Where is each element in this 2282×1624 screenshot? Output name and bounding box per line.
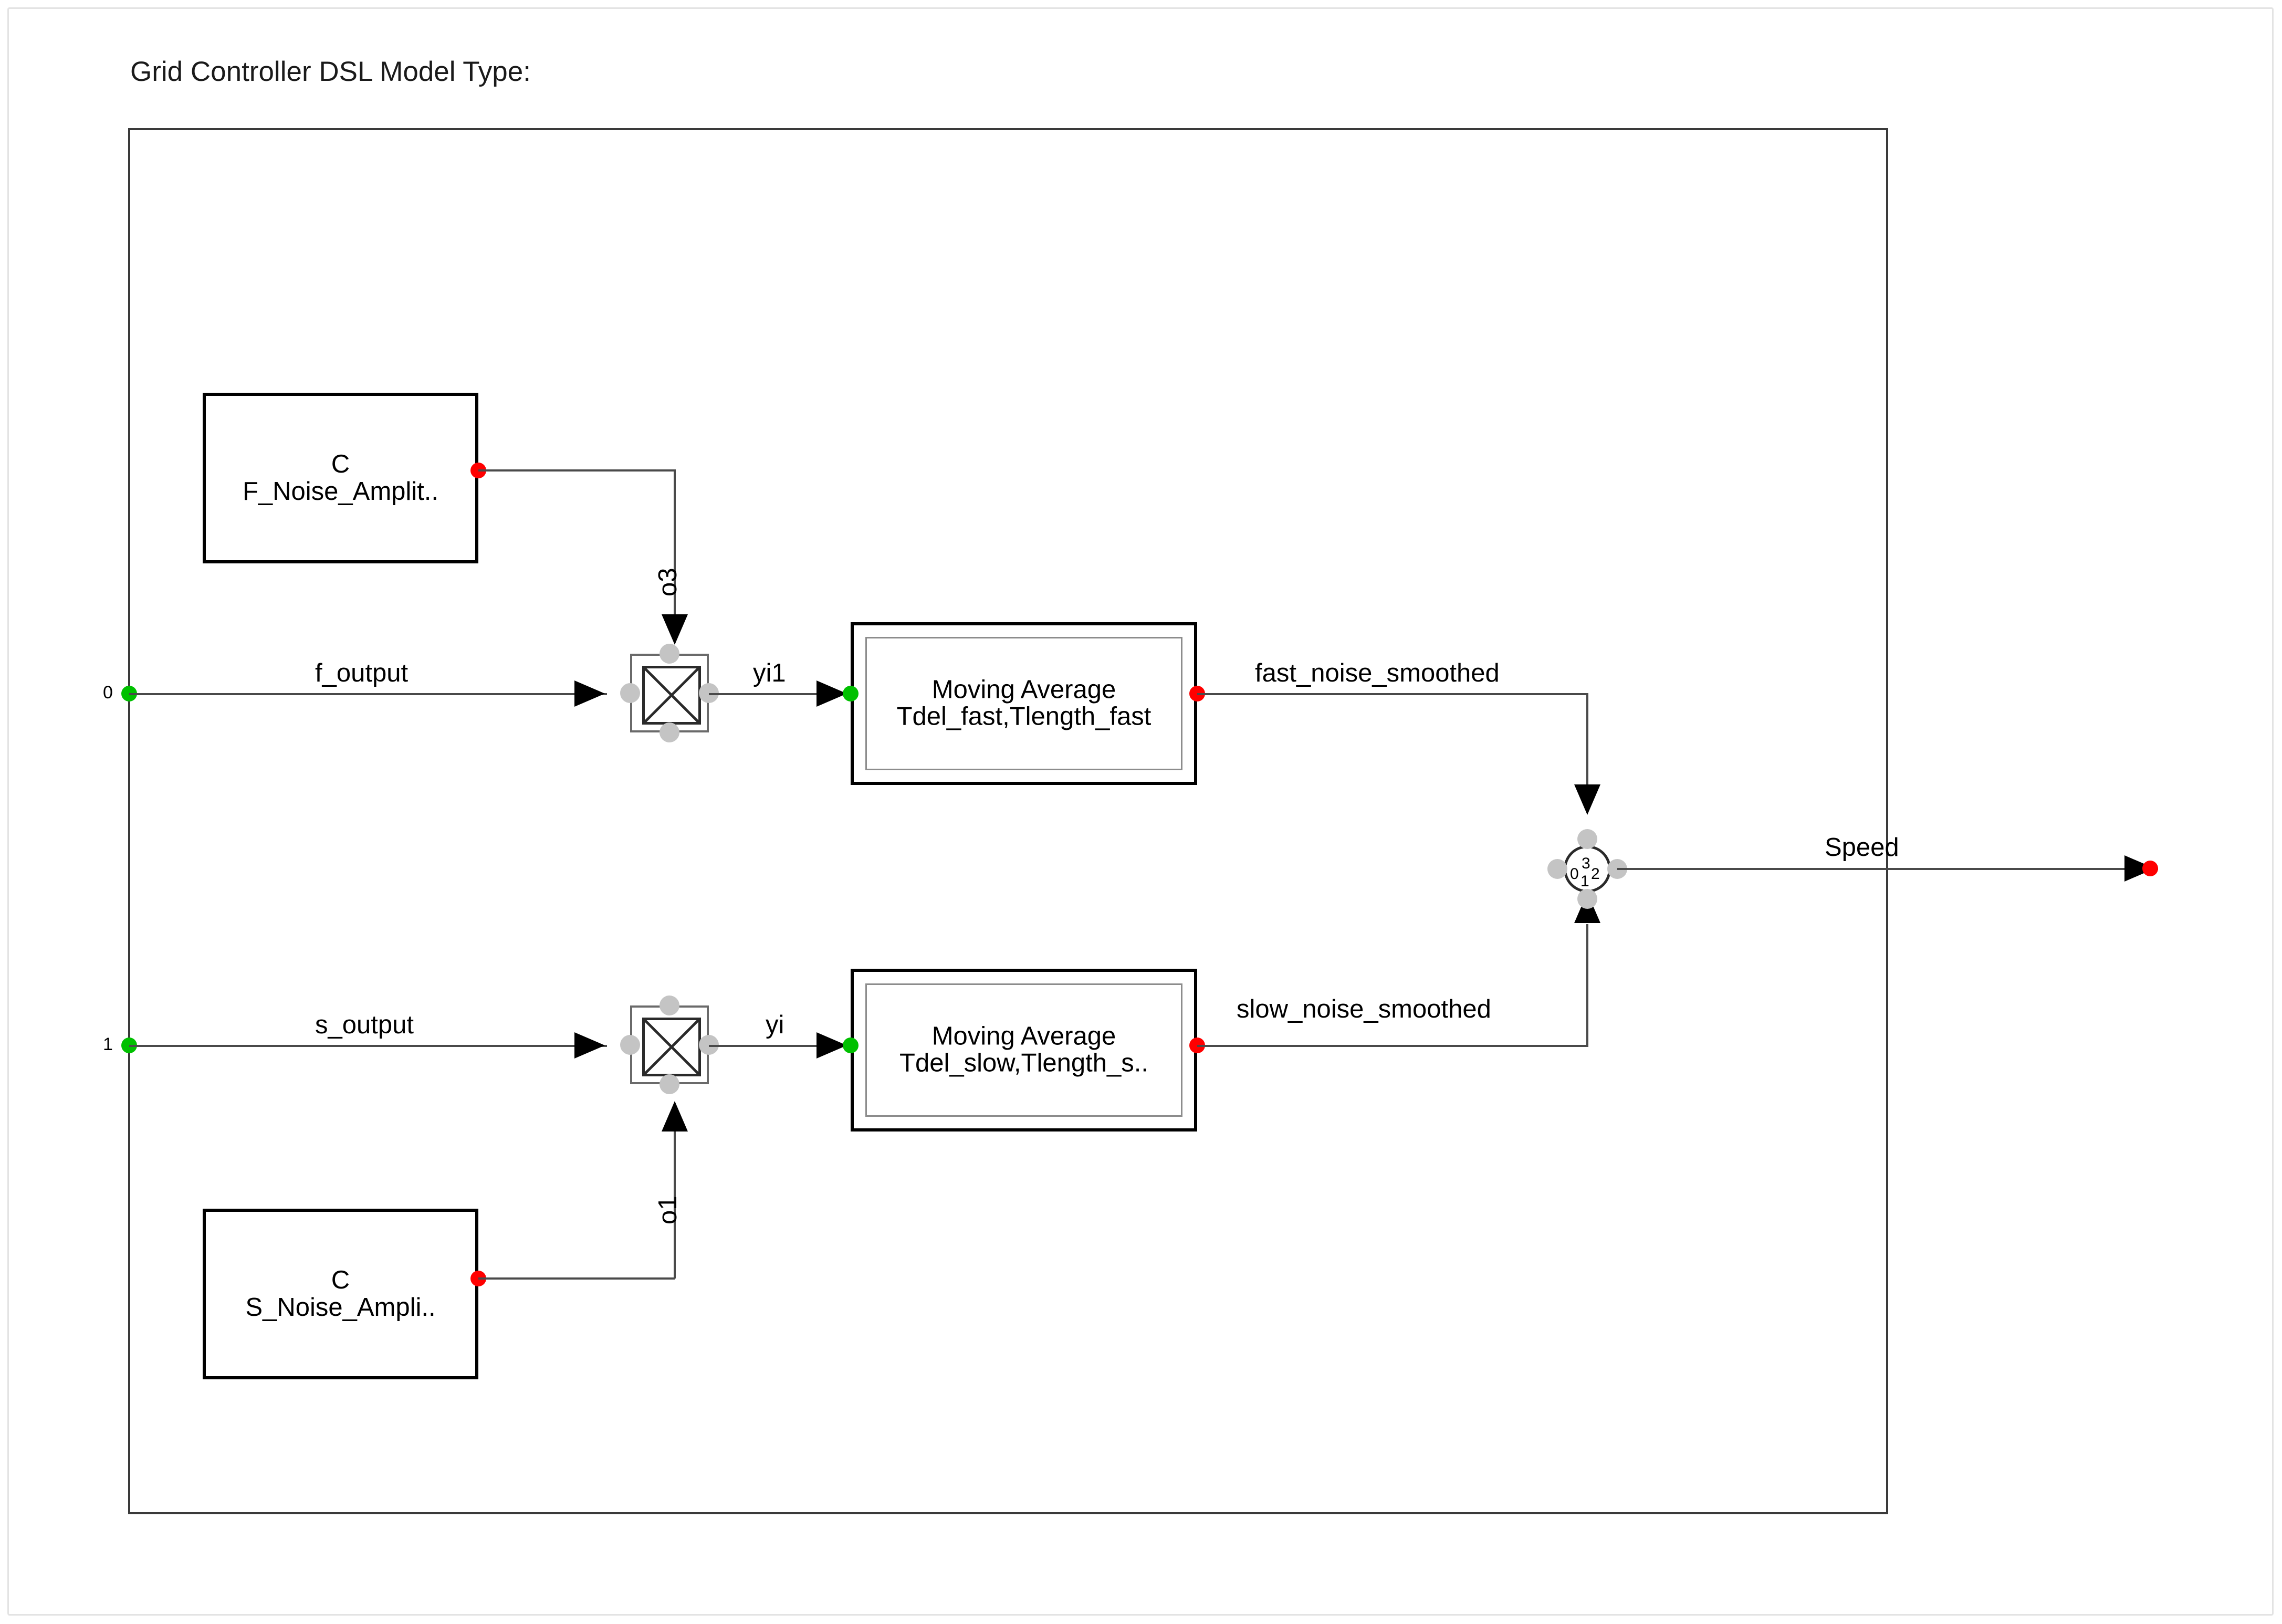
constant-block-s-noise-amplitude[interactable]: C S_Noise_Ampli.. [203, 1209, 478, 1379]
signal-label-yi1: yi1 [753, 659, 786, 687]
wire-f-output [129, 693, 607, 695]
fast-multiplier-block[interactable] [630, 654, 709, 732]
moving-average-slow-title: Moving Average [931, 1022, 1116, 1051]
wire-s-output [129, 1045, 607, 1047]
constant-block-type-letter: C [331, 1266, 350, 1295]
fast-multiplier-input-port-left[interactable] [620, 683, 640, 703]
moving-average-fast-params: Tdel_fast,Tlength_fast [896, 703, 1152, 731]
multiply-cross-icon [645, 668, 698, 722]
page-title: Grid Controller DSL Model Type: [130, 56, 531, 87]
wire-speed [1617, 868, 2158, 870]
moving-average-fast-input-port[interactable] [843, 686, 859, 701]
moving-average-slow-params: Tdel_slow,Tlength_s.. [899, 1049, 1148, 1077]
arrow-o1 [662, 1101, 688, 1131]
signal-label-o3: o3 [654, 568, 682, 596]
arrow-yi1 [817, 680, 847, 707]
wire-o3-vertical [674, 469, 676, 622]
summation-port-bottom[interactable] [1577, 889, 1597, 909]
wire-o1-vertical [674, 1105, 676, 1279]
summation-port-label-top: 3 [1582, 855, 1590, 872]
summation-port-left[interactable] [1547, 859, 1567, 879]
fast-multiplier-input-port-top[interactable] [660, 644, 679, 664]
signal-label-o1: o1 [654, 1196, 682, 1224]
signal-label-yi: yi [766, 1011, 784, 1039]
slow-multiplier-port-top[interactable] [660, 996, 679, 1015]
arrow-o3 [662, 614, 688, 645]
output-port-speed[interactable] [2142, 861, 2158, 876]
multiply-icon [642, 666, 701, 725]
input-port-1-number: 1 [103, 1034, 113, 1054]
signal-label-speed: Speed [1825, 833, 1899, 862]
slow-multiplier-input-port-bottom[interactable] [660, 1074, 679, 1094]
constant-block-name: S_Noise_Ampli.. [245, 1293, 436, 1322]
summation-port-label-right: 2 [1591, 865, 1600, 883]
signal-label-slow-noise-smoothed: slow_noise_smoothed [1237, 995, 1491, 1023]
wire-fast-noise-smoothed-vertical [1586, 693, 1588, 811]
wire-fast-noise-smoothed-horizontal [1197, 693, 1588, 695]
input-port-0-number: 0 [103, 683, 113, 703]
moving-average-slow-inner-frame [865, 983, 1182, 1117]
multiply-cross-icon [645, 1020, 698, 1074]
moving-average-fast-title: Moving Average [931, 675, 1116, 704]
moving-average-fast-block[interactable]: Moving Average Tdel_fast,Tlength_fast [851, 622, 1197, 785]
arrow-f-output [574, 680, 605, 707]
signal-label-f-output: f_output [315, 659, 409, 687]
moving-average-slow-text: Moving Average Tdel_slow,Tlength_s.. [899, 1023, 1148, 1077]
constant-block-f-noise-amplitude[interactable]: C F_Noise_Amplit.. [203, 393, 478, 563]
signal-label-fast-noise-smoothed: fast_noise_smoothed [1255, 659, 1500, 687]
moving-average-slow-input-port[interactable] [843, 1038, 859, 1053]
wire-o1-horizontal [478, 1277, 675, 1280]
summation-port-label-left: 0 [1570, 865, 1579, 883]
wire-o3-horizontal [478, 469, 675, 472]
page-border [7, 7, 2274, 1616]
summation-port-label-bottom: 1 [1580, 873, 1589, 890]
multiply-icon [642, 1018, 701, 1076]
constant-block-type-letter: C [331, 450, 350, 479]
moving-average-fast-inner-frame [865, 637, 1182, 770]
wire-yi1 [709, 693, 851, 695]
wire-slow-noise-smoothed-horizontal [1197, 1045, 1588, 1047]
moving-average-slow-block[interactable]: Moving Average Tdel_slow,Tlength_s.. [851, 969, 1197, 1131]
arrow-yi [817, 1032, 847, 1059]
arrow-s-output [574, 1032, 605, 1059]
wire-slow-noise-smoothed-vertical [1586, 924, 1588, 1046]
constant-block-name: F_Noise_Amplit.. [242, 477, 439, 506]
slow-multiplier-block[interactable] [630, 1005, 709, 1084]
signal-label-s-output: s_output [315, 1011, 414, 1039]
summation-port-top[interactable] [1577, 829, 1597, 849]
wire-yi [709, 1045, 851, 1047]
moving-average-fast-text: Moving Average Tdel_fast,Tlength_fast [896, 675, 1152, 731]
slow-multiplier-input-port-left[interactable] [620, 1035, 640, 1055]
arrow-fast-noise-smoothed [1574, 784, 1600, 815]
fast-multiplier-port-bottom[interactable] [660, 722, 679, 742]
